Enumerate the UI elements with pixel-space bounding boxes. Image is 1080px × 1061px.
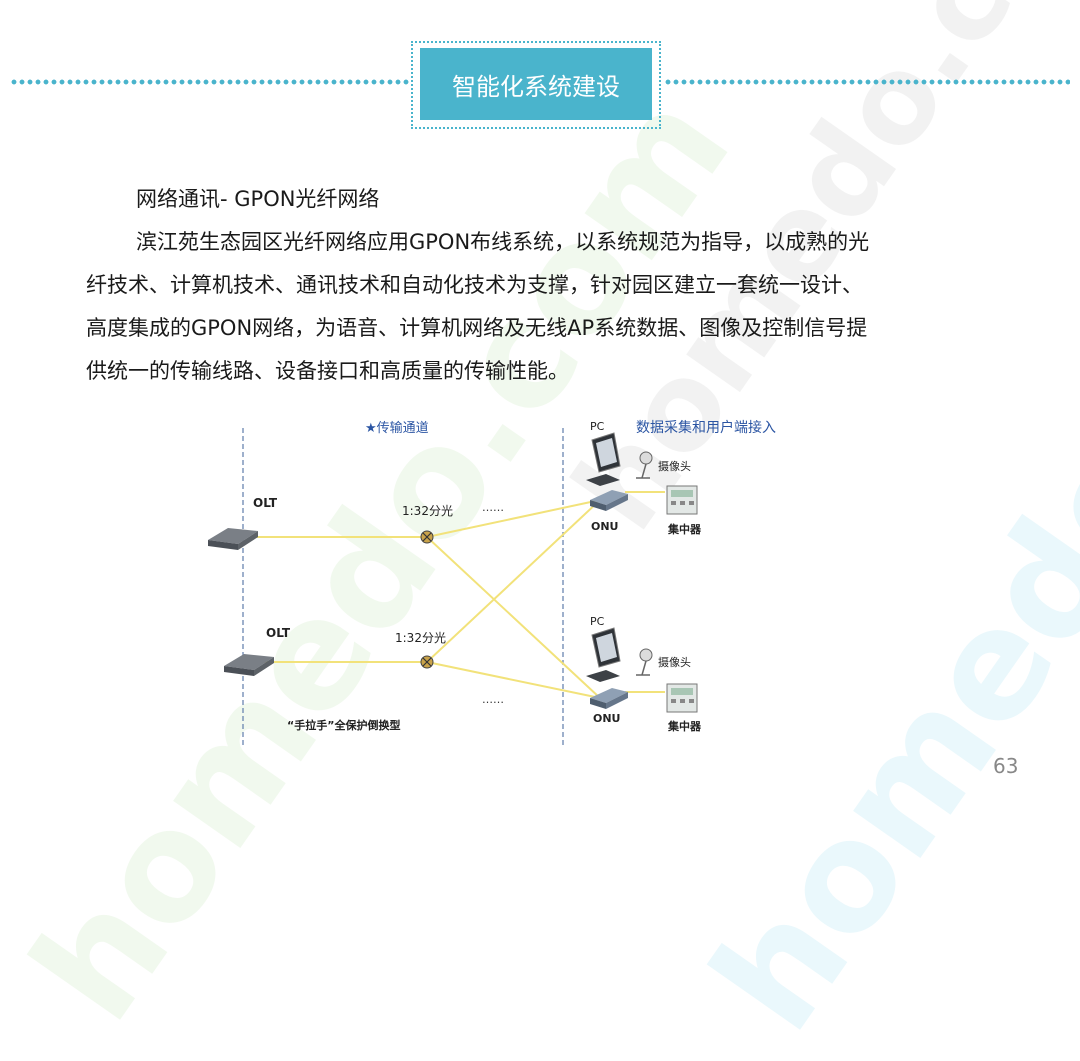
section-subtitle: 网络通讯- GPON光纤网络 (136, 187, 380, 211)
pc-icon-top (586, 432, 621, 486)
header-dotted-line-right (664, 79, 1070, 85)
page-title: 智能化系统建设 (420, 48, 652, 120)
concentrator-icon-top (666, 485, 698, 515)
fiber-links (255, 491, 665, 699)
concentrator-icon-bottom (666, 683, 698, 713)
header-dotted-line-left (10, 79, 410, 85)
concentrator-label-bottom: 集中器 (667, 719, 702, 733)
camera-icon-top (636, 451, 653, 479)
camera-icon-bottom (636, 648, 653, 676)
olt-device-bottom (224, 654, 274, 676)
olt-label-bottom: OLT (266, 626, 291, 640)
camera-label-bottom: 摄像头 (658, 655, 691, 669)
splitter-label-bottom: 1:32分光 (395, 631, 446, 645)
splitter-icon-bottom (420, 655, 434, 669)
pc-label-bottom: PC (590, 615, 605, 628)
paragraph-line-1: 滨江苑生态园区光纤网络应用GPON布线系统，以系统规范为指导，以成熟的光 (136, 230, 870, 254)
page-number: 63 (993, 754, 1019, 778)
gpon-diagram: ★传输通道 数据采集和用户端接入 OLT OLT 1:32分光 …… 1:32分… (208, 419, 776, 748)
onu-label-bottom: ONU (593, 712, 621, 725)
ellipsis-top: …… (482, 501, 504, 514)
concentrator-label-top: 集中器 (667, 522, 702, 536)
diagram-heading-right: 数据采集和用户端接入 (636, 419, 776, 436)
diagram-caption: “手拉手”全保护倒换型 (287, 718, 400, 732)
onu-device-bottom (590, 688, 628, 709)
diagram-heading-left: ★传输通道 (365, 420, 429, 436)
splitter-icon-top (420, 530, 434, 544)
paragraph-line-2: 纤技术、计算机技术、通讯技术和自动化技术为支撑，针对园区建立一套统一设计、 (86, 273, 863, 297)
pc-label-top: PC (590, 420, 605, 433)
ellipsis-bottom: …… (482, 693, 504, 706)
camera-label-top: 摄像头 (658, 459, 691, 473)
olt-device-top (208, 528, 258, 550)
paragraph-line-4: 供统一的传输线路、设备接口和高质量的传输性能。 (86, 359, 569, 383)
onu-label-top: ONU (591, 520, 619, 533)
onu-device-top (590, 490, 628, 511)
olt-label-top: OLT (253, 496, 278, 510)
paragraph-line-3: 高度集成的GPON网络，为语音、计算机网络及无线AP系统数据、图像及控制信号提 (86, 316, 868, 340)
pc-icon-bottom (586, 627, 621, 682)
splitter-label-top: 1:32分光 (402, 504, 453, 518)
title-frame (411, 41, 661, 129)
